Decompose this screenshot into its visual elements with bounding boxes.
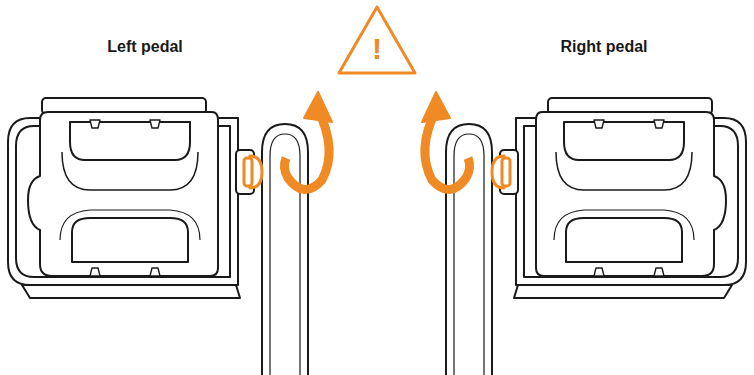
warning-triangle: ! xyxy=(336,4,418,76)
pedal-label: Left pedal xyxy=(107,38,183,56)
pedal-label: Right pedal xyxy=(560,38,647,56)
warning-mark: ! xyxy=(336,4,418,64)
